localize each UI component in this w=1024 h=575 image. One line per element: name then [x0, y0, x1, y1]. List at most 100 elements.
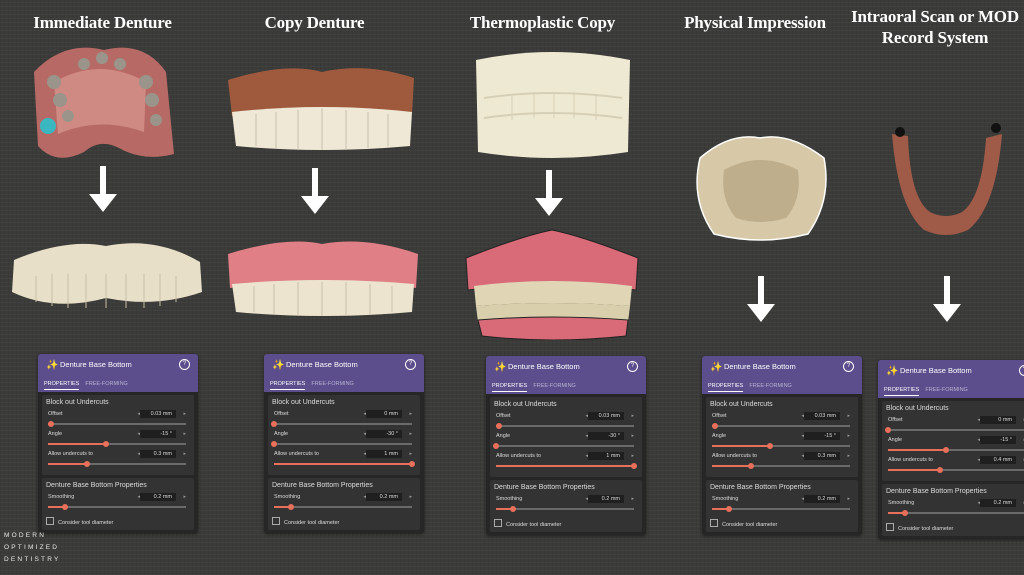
slider-track[interactable] [888, 446, 1024, 453]
value-field[interactable]: -15 ° [980, 436, 1016, 444]
slider-track[interactable] [888, 466, 1024, 473]
value-field[interactable]: 0.3 mm [804, 452, 840, 460]
consider-tool-diameter-checkbox[interactable]: Consider tool diameter [710, 519, 854, 528]
decrement-arrow-icon[interactable]: ◂ [977, 437, 980, 443]
tab-properties[interactable]: PROPERTIES [44, 381, 80, 390]
tab-properties[interactable]: PROPERTIES [884, 387, 920, 396]
slider-handle[interactable] [725, 505, 732, 512]
help-icon[interactable]: ? [179, 359, 190, 370]
decrement-arrow-icon[interactable]: ◂ [585, 433, 588, 439]
tab-properties[interactable]: PROPERTIES [708, 383, 744, 392]
slider-track[interactable] [495, 422, 634, 429]
decrement-arrow-icon[interactable]: ◂ [801, 433, 804, 439]
slider-track[interactable] [885, 426, 1024, 433]
slider-handle[interactable] [631, 462, 637, 469]
decrement-arrow-icon[interactable]: ◂ [977, 500, 980, 506]
slider-handle[interactable] [493, 442, 499, 449]
tab-properties[interactable]: PROPERTIES [492, 383, 528, 392]
increment-arrow-icon[interactable]: ▸ [847, 453, 850, 459]
slider-handle[interactable] [711, 422, 718, 429]
help-icon[interactable]: ? [405, 359, 416, 370]
slider-track[interactable] [712, 442, 850, 449]
value-field[interactable]: -30 ° [366, 430, 402, 438]
value-field[interactable]: 0.2 mm [804, 495, 840, 503]
slider-track[interactable] [48, 503, 186, 510]
slider-track[interactable] [712, 505, 850, 512]
decrement-arrow-icon[interactable]: ◂ [137, 431, 140, 437]
slider-handle[interactable] [942, 446, 949, 453]
decrement-arrow-icon[interactable]: ◂ [137, 494, 140, 500]
decrement-arrow-icon[interactable]: ◂ [801, 413, 804, 419]
checkbox-box[interactable] [494, 519, 502, 527]
decrement-arrow-icon[interactable]: ◂ [363, 411, 366, 417]
decrement-arrow-icon[interactable]: ◂ [801, 453, 804, 459]
decrement-arrow-icon[interactable]: ◂ [585, 453, 588, 459]
slider-track[interactable] [274, 460, 415, 467]
slider-handle[interactable] [102, 440, 109, 447]
slider-handle[interactable] [495, 422, 502, 429]
tab-free-forming[interactable]: FREE-FORMING [749, 383, 792, 389]
checkbox-box[interactable] [272, 517, 280, 525]
help-icon[interactable]: ? [1019, 365, 1024, 376]
value-field[interactable]: 0.3 mm [140, 450, 176, 458]
increment-arrow-icon[interactable]: ▸ [631, 413, 634, 419]
value-field[interactable]: 0 mm [980, 416, 1016, 424]
slider-track[interactable] [271, 440, 412, 447]
increment-arrow-icon[interactable]: ▸ [409, 494, 412, 500]
slider-handle[interactable] [47, 420, 54, 427]
slider-track[interactable] [271, 420, 412, 427]
increment-arrow-icon[interactable]: ▸ [183, 451, 186, 457]
increment-arrow-icon[interactable]: ▸ [409, 411, 412, 417]
help-icon[interactable]: ? [627, 361, 638, 372]
slider-handle[interactable] [287, 503, 294, 510]
decrement-arrow-icon[interactable]: ◂ [137, 411, 140, 417]
increment-arrow-icon[interactable]: ▸ [409, 451, 412, 457]
slider-track[interactable] [712, 462, 850, 469]
checkbox-box[interactable] [886, 523, 894, 531]
slider-track[interactable] [888, 509, 1024, 516]
slider-track[interactable] [496, 505, 634, 512]
slider-handle[interactable] [61, 503, 68, 510]
decrement-arrow-icon[interactable]: ◂ [363, 431, 366, 437]
consider-tool-diameter-checkbox[interactable]: Consider tool diameter [494, 519, 638, 528]
tab-free-forming[interactable]: FREE-FORMING [533, 383, 576, 389]
value-field[interactable]: 0.03 mm [804, 412, 840, 420]
slider-handle[interactable] [937, 466, 944, 473]
slider-track[interactable] [48, 440, 186, 447]
value-field[interactable]: 0.2 mm [366, 493, 402, 501]
slider-handle[interactable] [271, 440, 277, 447]
consider-tool-diameter-checkbox[interactable]: Consider tool diameter [46, 517, 190, 526]
tab-free-forming[interactable]: FREE-FORMING [311, 381, 354, 387]
value-field[interactable]: 0.2 mm [140, 493, 176, 501]
increment-arrow-icon[interactable]: ▸ [183, 494, 186, 500]
slider-handle[interactable] [271, 420, 277, 427]
value-field[interactable]: 0.03 mm [140, 410, 176, 418]
increment-arrow-icon[interactable]: ▸ [631, 496, 634, 502]
slider-track[interactable] [47, 420, 186, 427]
increment-arrow-icon[interactable]: ▸ [183, 431, 186, 437]
consider-tool-diameter-checkbox[interactable]: Consider tool diameter [886, 523, 1024, 532]
slider-track[interactable] [48, 460, 186, 467]
decrement-arrow-icon[interactable]: ◂ [801, 496, 804, 502]
slider-handle[interactable] [885, 426, 891, 433]
tab-properties[interactable]: PROPERTIES [270, 381, 306, 390]
decrement-arrow-icon[interactable]: ◂ [977, 457, 980, 463]
slider-track[interactable] [496, 462, 637, 469]
decrement-arrow-icon[interactable]: ◂ [585, 496, 588, 502]
slider-handle[interactable] [83, 460, 90, 467]
value-field[interactable]: 0.2 mm [588, 495, 624, 503]
slider-track[interactable] [711, 422, 850, 429]
increment-arrow-icon[interactable]: ▸ [847, 413, 850, 419]
decrement-arrow-icon[interactable]: ◂ [363, 451, 366, 457]
value-field[interactable]: -15 ° [140, 430, 176, 438]
slider-track[interactable] [493, 442, 634, 449]
checkbox-box[interactable] [46, 517, 54, 525]
increment-arrow-icon[interactable]: ▸ [183, 411, 186, 417]
slider-handle[interactable] [409, 460, 415, 467]
decrement-arrow-icon[interactable]: ◂ [977, 417, 980, 423]
increment-arrow-icon[interactable]: ▸ [847, 433, 850, 439]
tab-free-forming[interactable]: FREE-FORMING [925, 387, 968, 393]
value-field[interactable]: 0 mm [366, 410, 402, 418]
value-field[interactable]: 1 mm [588, 452, 624, 460]
value-field[interactable]: 0.4 mm [980, 456, 1016, 464]
